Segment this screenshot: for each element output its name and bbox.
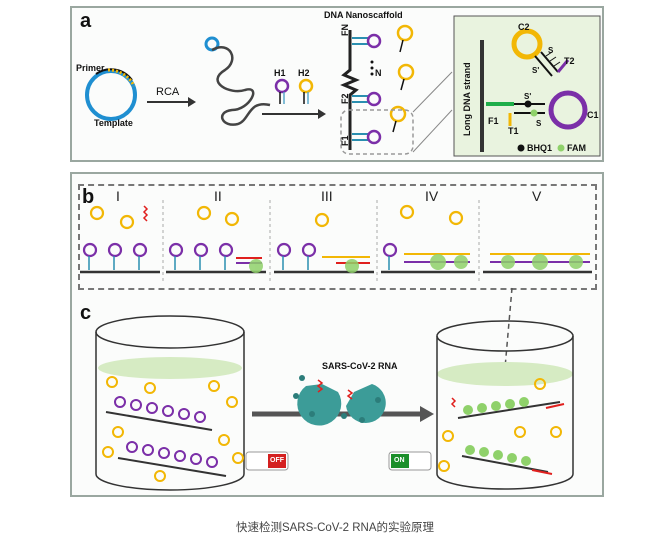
inset-c1-label: C1	[587, 110, 599, 120]
panel-b-letter: b	[82, 186, 95, 208]
zoom-box	[340, 109, 414, 155]
legend-fam-dot	[557, 144, 565, 152]
step-4-label: IV	[425, 188, 439, 204]
inset-s2-label: S	[536, 119, 542, 128]
inset-s-prime-label: S'	[532, 66, 540, 75]
figure-caption: 快速检测SARS-CoV-2 RNA的实验原理	[235, 522, 435, 534]
zoom-connector	[504, 287, 513, 369]
primer-label: Primer	[76, 63, 105, 73]
beaker-before	[95, 315, 245, 491]
rca-product-coil	[211, 46, 271, 126]
primer-teeth	[107, 68, 136, 87]
scaffold-backbone	[340, 30, 360, 150]
sars-cov-2-label: SARS-CoV-2 RNA	[322, 361, 398, 371]
primer-strand	[95, 68, 133, 81]
switch-on-label: ON	[394, 457, 405, 464]
inset-t1-label: T1	[508, 126, 519, 136]
h2-label: H2	[298, 68, 310, 78]
step-5-label: V	[532, 188, 542, 204]
inset-c1-loop	[548, 90, 588, 130]
inset-f1-label: F1	[488, 116, 499, 126]
scaffold-hairpins	[352, 33, 382, 145]
template-label: Template	[94, 118, 133, 128]
panel-a-letter: a	[80, 10, 92, 32]
inset-t2-label: T2	[564, 56, 575, 66]
legend-bhq1-dot	[517, 144, 525, 152]
switch-off-label: OFF	[270, 457, 284, 464]
free-h2-hairpins	[389, 24, 415, 133]
inset-c2-loop	[511, 28, 543, 60]
virus-particles	[293, 375, 386, 426]
inset-c2-label: C2	[518, 22, 530, 32]
h1-hairpin	[274, 78, 290, 94]
n-label: N	[375, 68, 382, 78]
inset-s-prime2-label: S'	[524, 92, 532, 101]
beaker-after	[436, 320, 574, 490]
panel-c-letter: c	[80, 302, 92, 324]
rca-label: RCA	[156, 86, 180, 98]
panel-b-dashed-frame	[78, 184, 597, 290]
h1-label: H1	[274, 68, 286, 78]
h2-hairpin	[298, 78, 314, 94]
step-1-label: I	[116, 188, 120, 204]
scaffold-title: DNA Nanoscaffold	[324, 10, 403, 20]
inset-box	[453, 15, 601, 157]
step-2-label: II	[214, 188, 222, 204]
legend-bhq1-label: BHQ1	[527, 143, 553, 153]
template-circle	[85, 69, 137, 121]
legend-fam-label: FAM	[567, 143, 586, 153]
switch-off-indicator	[268, 454, 286, 468]
step-3-label: III	[321, 188, 333, 204]
panel-bc-frame	[70, 172, 604, 497]
switch-on-indicator	[391, 454, 409, 468]
inset-s-label: S	[548, 46, 554, 55]
